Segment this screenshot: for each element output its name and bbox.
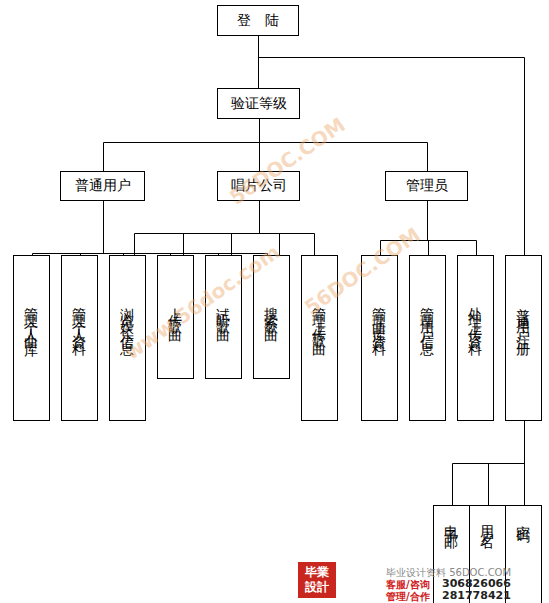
node-label: 验证等级 [231,95,287,113]
function-box: 管理用户信息 [409,255,446,421]
tree-connector [104,118,260,171]
role-box: 唱片公司 [217,171,300,201]
tree-connector [260,200,280,255]
vertical-text-wrap: 搜索歌曲 [254,296,289,324]
node-label: 管理曲库资料 [373,296,387,338]
tree-connector [232,200,260,255]
node-label: 搜索歌曲 [265,296,279,324]
tree-connector [259,35,525,255]
tree-connector [260,118,428,171]
function-box: 浏览娱乐信息 [109,255,146,421]
tree-connector [381,200,428,255]
tree-connector [453,420,525,505]
function-box: 上传歌曲 [157,255,194,379]
tree-connector [135,200,260,255]
vertical-text-wrap: 管理上传歌曲 [302,296,337,338]
vertical-text-wrap: 试听歌曲 [206,296,241,324]
function-box: 管理上传歌曲 [301,255,338,421]
vertical-text-wrap: 浏览娱乐信息 [110,296,145,338]
node-label: 管理上传歌曲 [313,296,327,338]
vertical-text-wrap: 用户名 [470,514,505,529]
logo-mark: 毕業設計 [298,562,336,598]
function-box: 搜索歌曲 [253,255,290,379]
tree-connector [81,200,104,255]
node-label: 普通用户注册 [517,296,531,338]
function-box: 管理个人资料 [61,255,98,421]
tree-connector [524,420,525,505]
node-label: 管理个人曲库 [25,296,39,338]
tree-connector [260,200,315,255]
node-label: 密码 [517,514,531,524]
tree-connector [184,200,260,255]
role-box: 管理员 [385,171,468,201]
contact-label: 客服/咨询 [386,578,430,592]
vertical-text-wrap: 密码 [506,514,541,524]
function-box: 处理上传资料 [457,255,494,421]
node-label: 处理上传资料 [469,296,483,338]
vertical-text-wrap: 处理上传资料 [458,296,493,338]
function-box: 普通用户注册 [505,255,542,421]
function-box: 电子邮 [433,505,470,603]
node-label: 普通用户 [75,177,131,195]
function-box: 用户名 [469,505,506,603]
node-label: 唱片公司 [231,177,287,195]
node-label: 管理员 [406,177,448,195]
role-box: 登 陆 [217,5,299,36]
role-box: 验证等级 [217,88,300,119]
vertical-text-wrap: 普通用户注册 [506,296,541,338]
node-label: 登 陆 [237,12,279,30]
vertical-text-wrap: 管理个人曲库 [14,296,49,338]
tree-connector [428,200,477,255]
function-box: 试听歌曲 [205,255,242,379]
node-label: 浏览娱乐信息 [121,296,135,338]
function-box: 密码 [505,505,542,603]
node-label: 管理个人资料 [73,296,87,338]
tree-connector [489,420,525,505]
role-box: 普通用户 [60,171,145,201]
node-label: 试听歌曲 [217,296,231,324]
vertical-text-wrap: 管理个人资料 [62,296,97,338]
node-label: 电子邮 [445,514,459,529]
vertical-text-wrap: 管理用户信息 [410,296,445,338]
tree-connector [104,200,171,255]
node-label: 用户名 [481,514,495,529]
function-box: 管理曲库资料 [361,255,398,421]
tree-connector [104,200,124,255]
tree-connector [104,200,219,255]
tree-connector [33,200,104,255]
vertical-text-wrap: 电子邮 [434,514,469,529]
vertical-text-wrap: 管理曲库资料 [362,296,397,338]
tree-connector [104,200,268,255]
node-label: 管理用户信息 [421,296,435,338]
contact-label: 管理/合作 [386,590,430,603]
function-box: 管理个人曲库 [13,255,50,421]
vertical-text-wrap: 上传歌曲 [158,296,193,324]
node-label: 上传歌曲 [169,296,183,324]
